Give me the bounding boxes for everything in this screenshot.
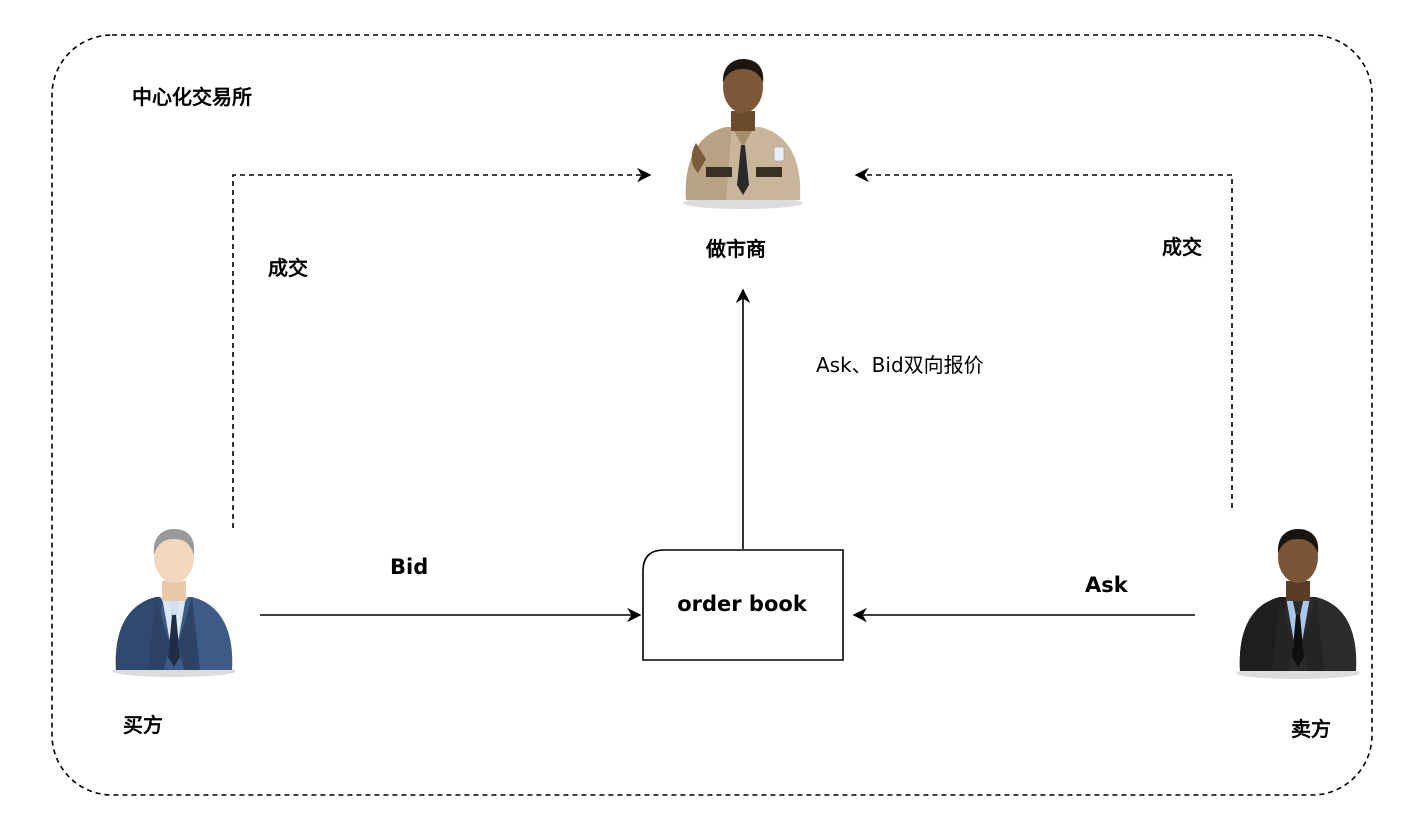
exchange-boundary bbox=[51, 34, 1373, 796]
buyer-trade-edge bbox=[232, 167, 652, 528]
seller-icon bbox=[1236, 529, 1360, 679]
market-maker-label: 做市商 bbox=[706, 237, 766, 261]
ask-label: Ask bbox=[1085, 573, 1128, 597]
seller-label: 卖方 bbox=[1291, 717, 1331, 741]
order-book-node: order book bbox=[642, 549, 844, 661]
order-book-label: order book bbox=[677, 592, 807, 616]
exchange-title: 中心化交易所 bbox=[132, 85, 252, 109]
buyer-icon bbox=[112, 529, 236, 677]
buyer-trade-label: 成交 bbox=[268, 256, 308, 280]
buyer-label: 买方 bbox=[123, 713, 163, 737]
bid-label: Bid bbox=[390, 555, 429, 579]
order-book-shape bbox=[642, 549, 844, 661]
seller-trade-edge bbox=[854, 167, 1233, 508]
market-maker-icon bbox=[683, 59, 803, 209]
quote-label: Ask、Bid双向报价 bbox=[816, 353, 984, 377]
seller-trade-label: 成交 bbox=[1162, 235, 1202, 259]
